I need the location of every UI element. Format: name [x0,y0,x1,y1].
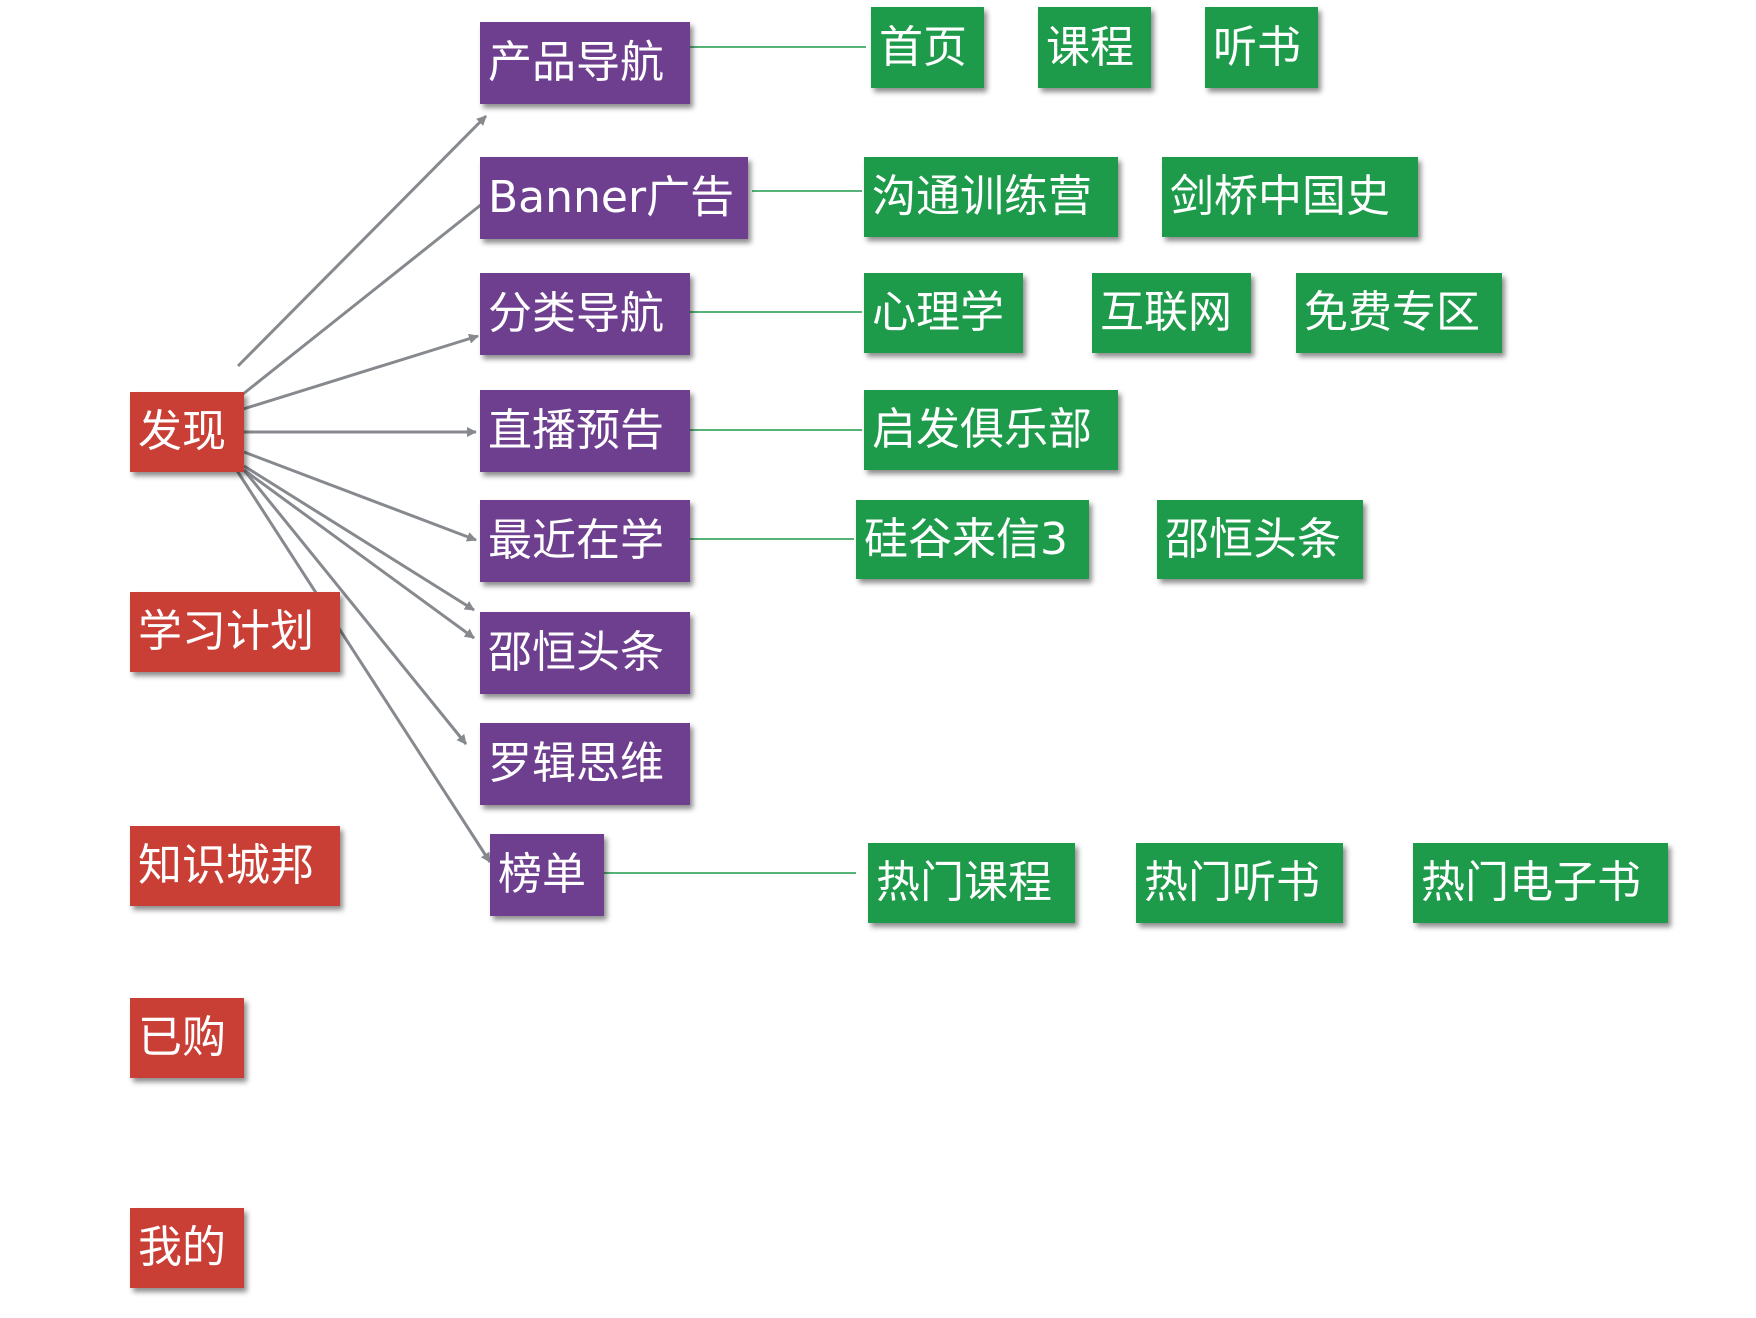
section-live-preview: 直播预告 [480,390,690,472]
section-banner-ad: Banner广告 [480,157,748,239]
tab-purchased: 已购 [130,998,244,1078]
section-shaoheng-headlines: 邵恒头条 [480,612,690,694]
item-cambridge-history: 剑桥中国史 [1162,157,1418,237]
item-home: 首页 [871,7,984,88]
arrow-discover-to-section-2 [239,333,479,412]
item-psychology: 心理学 [864,273,1023,353]
section-product-nav: 产品导航 [480,22,690,104]
item-audiobook: 听书 [1205,7,1318,88]
item-inspiration-club: 启发俱乐部 [864,390,1118,470]
arrow-discover-to-section-4 [243,450,477,542]
arrow-discover-to-section-8 [232,465,492,863]
tab-mine: 我的 [130,1208,244,1288]
tab-study-plan: 学习计划 [130,592,340,672]
item-hot-courses: 热门课程 [868,843,1075,923]
section-luoji-siwei: 罗辑思维 [480,723,690,805]
item-internet: 互联网 [1092,273,1251,353]
tab-knowledge-city: 知识城邦 [130,826,340,906]
item-hot-audiobooks: 热门听书 [1136,843,1343,923]
arrow-discover-to-section-0 [236,114,488,368]
section-recent-learning: 最近在学 [480,500,690,582]
item-silicon-valley-letters: 硅谷来信3 [856,500,1089,579]
section-category-nav: 分类导航 [480,273,690,355]
item-free-zone: 免费专区 [1296,273,1502,353]
arrow-discover-to-section-6 [243,468,475,640]
item-shaoheng-headlines: 邵恒头条 [1157,500,1363,579]
arrow-discover-to-section-5 [243,464,475,612]
item-communication-camp: 沟通训练营 [864,157,1118,237]
arrow-discover-to-section-7 [242,469,468,745]
arrow-discover-to-section-1 [237,194,493,400]
item-hot-ebooks: 热门电子书 [1413,843,1668,923]
item-course: 课程 [1038,7,1151,88]
tab-discover: 发现 [130,392,244,472]
section-ranking: 榜单 [490,834,604,916]
